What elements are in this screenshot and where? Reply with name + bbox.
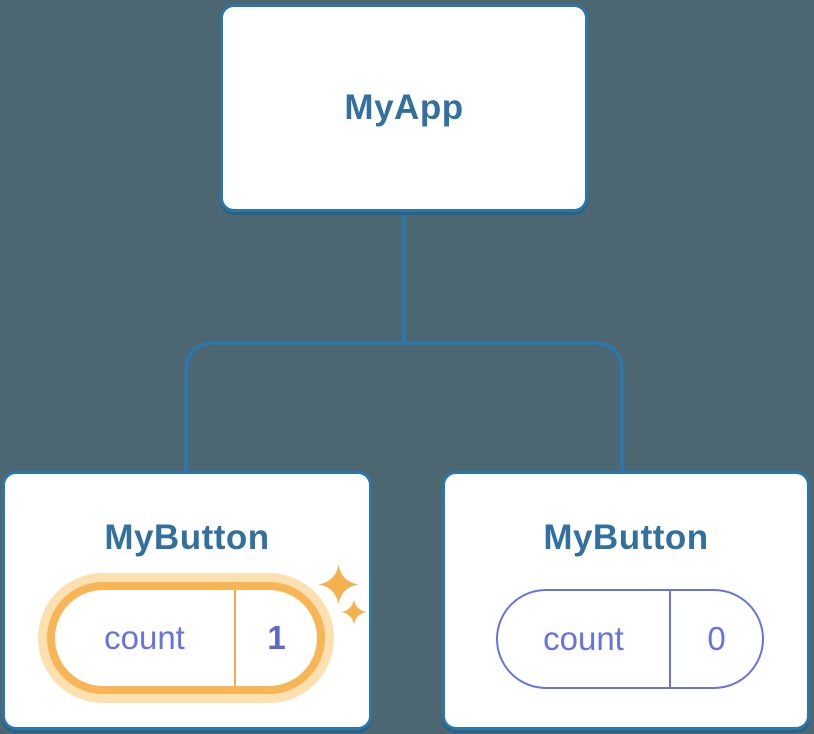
sparkle-small-icon bbox=[341, 599, 367, 625]
sparkles-icon bbox=[318, 564, 359, 605]
state-value: 1 bbox=[267, 619, 286, 656]
node-mybutton-left-label: MyButton bbox=[104, 518, 270, 557]
node-mybutton-right: MyButton count 0 bbox=[442, 471, 810, 730]
node-mybutton-right-label: MyButton bbox=[543, 518, 709, 557]
node-mybutton-left: MyButton count 1 bbox=[2, 471, 372, 730]
state-pill: count 0 bbox=[496, 589, 764, 689]
state-value: 0 bbox=[707, 620, 726, 657]
node-myapp: MyApp bbox=[220, 4, 588, 212]
pill-divider bbox=[234, 590, 236, 686]
node-myapp-label: MyApp bbox=[344, 88, 464, 127]
state-pill-highlighted: count 1 bbox=[47, 582, 325, 694]
state-key: count bbox=[104, 619, 185, 656]
state-key: count bbox=[543, 620, 624, 657]
pill-divider bbox=[669, 591, 671, 687]
